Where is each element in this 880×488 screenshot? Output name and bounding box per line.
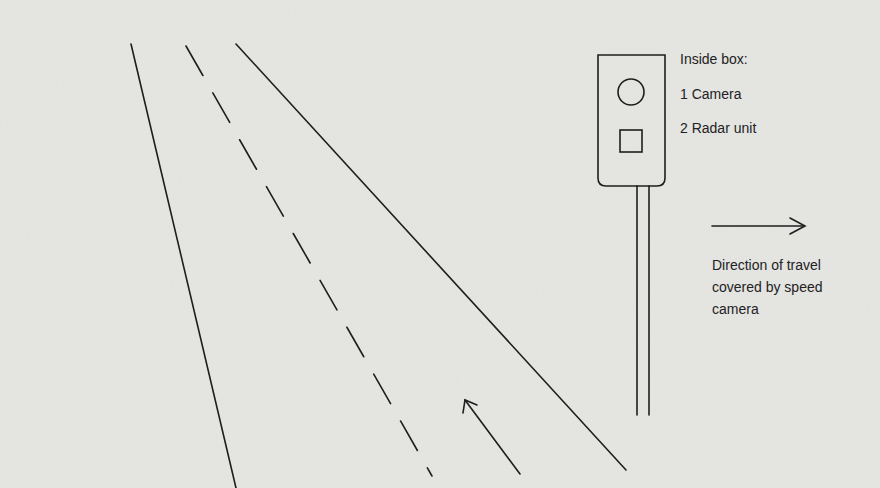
label-text: 1 Camera (680, 83, 850, 105)
road-left-edge (131, 44, 236, 488)
camera-housing (598, 55, 665, 186)
pole-right (648, 186, 650, 415)
label-text: Inside box: (680, 48, 850, 70)
label-text: Direction of travel covered by speed cam… (712, 254, 854, 320)
pole-left (636, 186, 638, 415)
direction-arrow (712, 225, 804, 227)
direction-arrow-head (790, 218, 805, 234)
road-arrow-head (463, 400, 477, 413)
label-text: 2 Radar unit (680, 117, 850, 139)
lane-divider (186, 46, 432, 476)
camera-lens (618, 79, 644, 105)
road-direction-arrow (465, 400, 520, 474)
road-right-edge (236, 44, 626, 470)
radar-unit (620, 130, 642, 152)
